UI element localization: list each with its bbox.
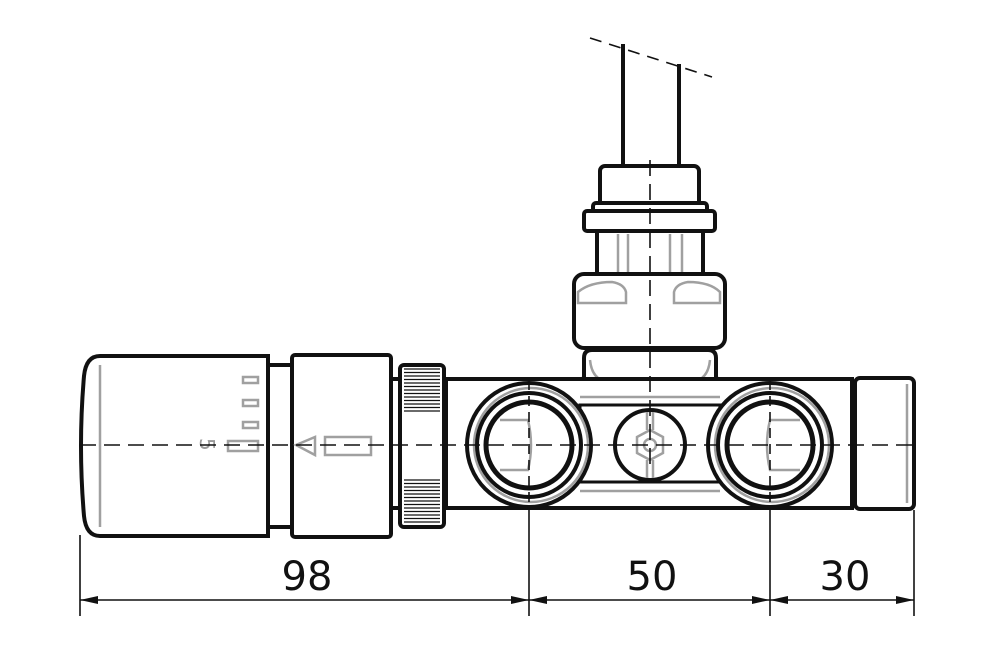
dimension-98: 98 <box>282 554 333 600</box>
top-connector <box>572 164 727 384</box>
dimension-50: 50 <box>627 554 678 600</box>
bleed-screw <box>613 408 687 482</box>
radiator-pipes <box>589 37 713 167</box>
dimension-30: 30 <box>820 554 871 600</box>
coupling-nut <box>389 363 446 529</box>
dimension-lines: 98 50 30 <box>79 510 915 616</box>
thermostatic-head: 5 <box>79 353 393 539</box>
